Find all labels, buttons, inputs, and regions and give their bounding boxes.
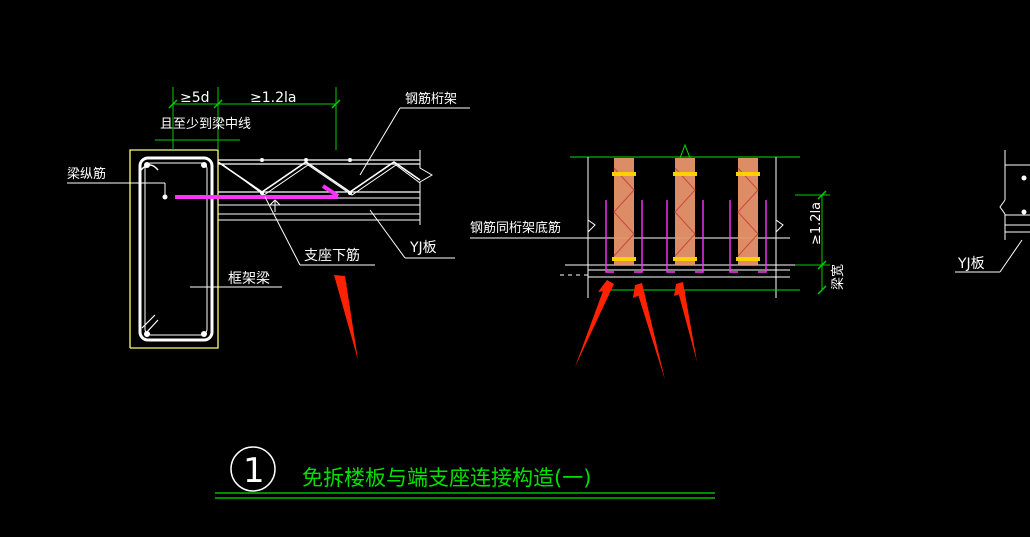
- corner-bar-bottom-left: [144, 331, 150, 337]
- yj-board-right-label: YJ板: [957, 256, 985, 272]
- corner-bar-top-right: [201, 162, 207, 168]
- yj-board-left-label: YJ板: [409, 240, 437, 256]
- dim-5d-label: ≥5d: [180, 90, 210, 106]
- same-as-truss-bottom-label: 钢筋同桁架底筋: [470, 220, 561, 236]
- left-section-detail: [67, 87, 470, 349]
- truss-web: [217, 161, 421, 193]
- truss-label: 钢筋桁架: [405, 91, 457, 107]
- beam-centerline-note: 且至少到梁中线: [160, 117, 251, 132]
- corner-bar-bottom-right: [201, 331, 207, 337]
- dim-1-2la-vertical-label: ≥1.2la: [809, 202, 824, 245]
- beam-stirrup: [138, 156, 214, 342]
- dim-1-2la-label: ≥1.2la: [250, 90, 296, 106]
- detail-number-circle: [230, 446, 276, 492]
- detail-title: 免拆楼板与端支座连接构造(一): [302, 466, 591, 490]
- detail-number: 1: [243, 451, 265, 491]
- middle-plan-detail: [470, 143, 830, 298]
- red-arrow-left: [334, 275, 358, 360]
- frame-beam-outline: [129, 149, 219, 349]
- red-arrows-middle: [575, 280, 697, 380]
- beam-long-bar-label: 梁纵筋: [67, 166, 106, 182]
- title-block: [215, 446, 715, 499]
- frame-beam-label: 框架梁: [228, 271, 270, 287]
- right-partial-detail: [955, 150, 1030, 273]
- beam-width-label: 梁宽: [830, 264, 846, 290]
- support-bar-label: 支座下筋: [304, 247, 360, 264]
